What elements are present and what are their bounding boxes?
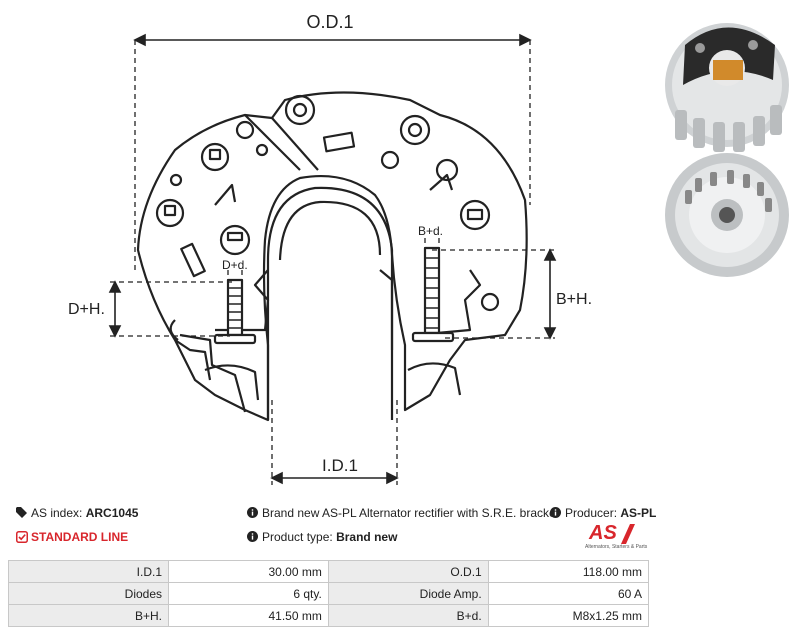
dh-label: D+H.: [68, 301, 105, 318]
product-photos: [665, 23, 789, 277]
standard-line-label: STANDARD LINE: [31, 530, 129, 544]
table-row: B+H. 41.50 mm B+d. M8x1.25 mm: [7, 604, 650, 627]
spec-label: I.D.1: [7, 560, 170, 583]
id-label: I.D.1: [322, 456, 358, 475]
description-text: Brand new AS-PL Alternator rectifier wit…: [262, 506, 560, 520]
product-type-label: Product type:: [262, 530, 333, 544]
spec-value: 41.50 mm: [168, 604, 329, 627]
logo-slash-icon: [621, 524, 635, 544]
logo-tagline: Alternators, Starters & Parts: [585, 544, 648, 550]
producer: Producer: AS-PL: [550, 506, 656, 521]
spec-value: 30.00 mm: [168, 560, 329, 583]
dd-label: D+d.: [222, 258, 248, 272]
bh-label: B+H.: [556, 291, 592, 308]
logo-mark: AS: [589, 522, 617, 544]
product-type-value: Brand new: [336, 530, 398, 544]
spec-value: 118.00 mm: [487, 560, 650, 583]
spec-label: Diodes: [7, 582, 170, 605]
description: Brand new AS-PL Alternator rectifier wit…: [247, 506, 559, 521]
info-icon: [550, 507, 561, 518]
table-row: I.D.1 30.00 mm O.D.1 118.00 mm: [7, 560, 650, 583]
spec-value: 6 qty.: [168, 582, 329, 605]
specs-table: I.D.1 30.00 mm O.D.1 118.00 mm Diodes 6 …: [7, 560, 650, 627]
standard-line: STANDARD LINE: [16, 530, 128, 545]
product-type: Product type: Brand new: [247, 530, 397, 545]
product-photo-bottom: [665, 153, 789, 277]
producer-label: Producer:: [565, 506, 618, 520]
as-index-label: AS index:: [31, 506, 83, 520]
spec-value: M8x1.25 mm: [487, 604, 650, 627]
technical-drawing: O.D.1 I.D.1 D+H. B+H. D+d. B+d.: [68, 12, 592, 485]
spec-value: 60 A: [487, 582, 650, 605]
spec-label: B+H.: [7, 604, 170, 627]
od-label: O.D.1: [306, 12, 353, 32]
check-square-icon: [16, 531, 28, 543]
table-row: Diodes 6 qty. Diode Amp. 60 A: [7, 582, 650, 605]
as-index: AS index: ARC1045: [16, 506, 138, 521]
product-photo-top: [665, 23, 789, 152]
spec-label: B+d.: [327, 604, 489, 627]
info-icon: [247, 507, 258, 518]
producer-value: AS-PL: [620, 506, 657, 520]
spec-label: Diode Amp.: [327, 582, 489, 605]
bd-label: B+d.: [418, 224, 443, 238]
as-index-value: ARC1045: [85, 506, 139, 520]
info-icon: [247, 531, 258, 542]
tag-icon: [16, 507, 27, 518]
spec-label: O.D.1: [327, 560, 489, 583]
as-pl-logo: AS Alternators, Starters & Parts: [585, 522, 649, 552]
